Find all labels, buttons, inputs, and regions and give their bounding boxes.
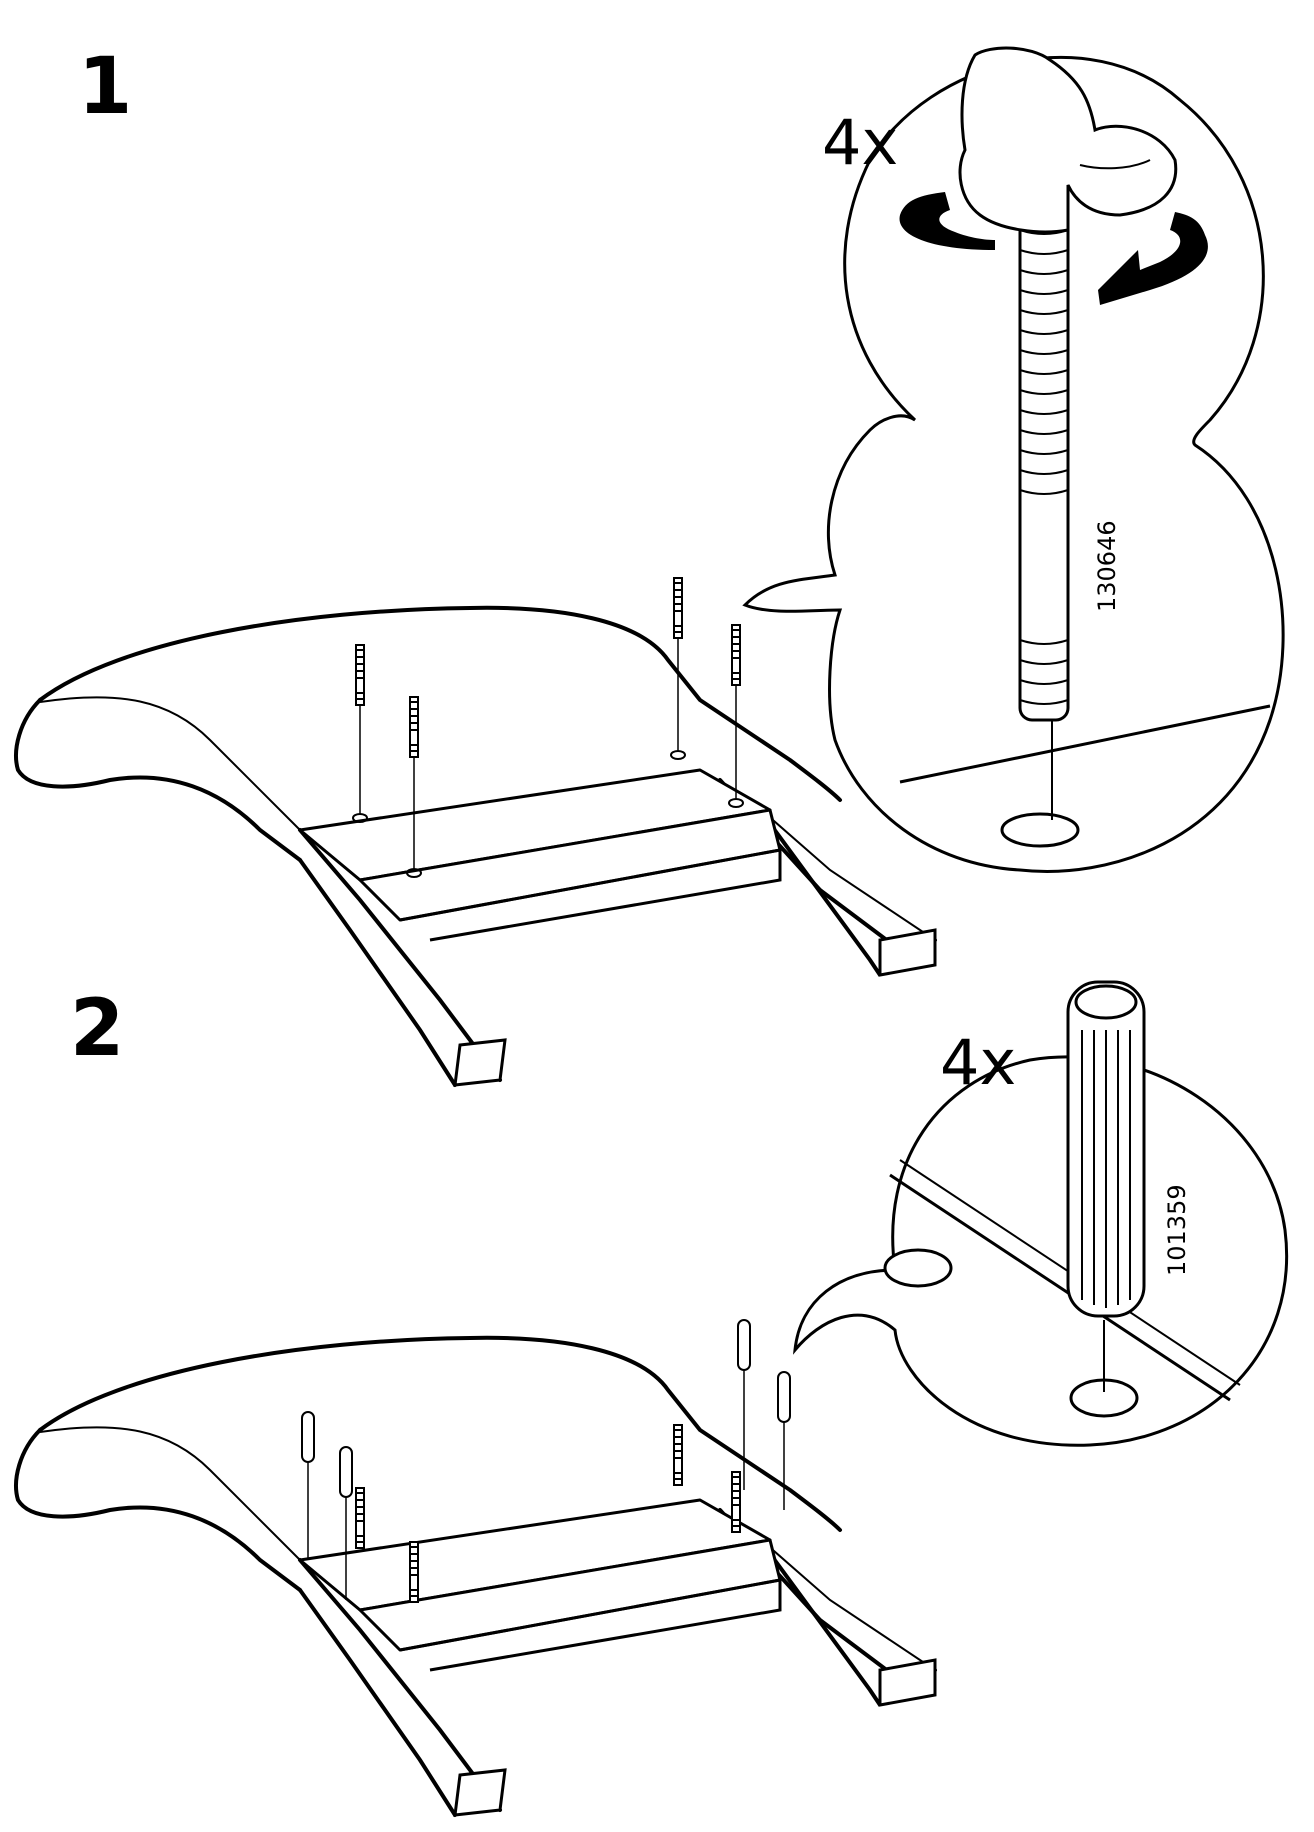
step-2-part-number: 101359	[1163, 1184, 1191, 1276]
step-2-number: 2	[70, 984, 125, 1074]
step1-detail-callout	[742, 46, 1285, 873]
step-1-quantity: 4x	[822, 106, 899, 179]
step-1-number: 1	[78, 42, 133, 132]
step-2-quantity: 4x	[940, 1026, 1017, 1099]
step1-chair-frame	[14, 605, 938, 1087]
step2-detail-callout	[793, 980, 1288, 1447]
step2-chair-frame	[14, 1335, 938, 1817]
step2-dowels	[301, 1319, 791, 1600]
step-1-part-number: 130646	[1093, 520, 1121, 612]
step1-screws	[352, 577, 744, 878]
